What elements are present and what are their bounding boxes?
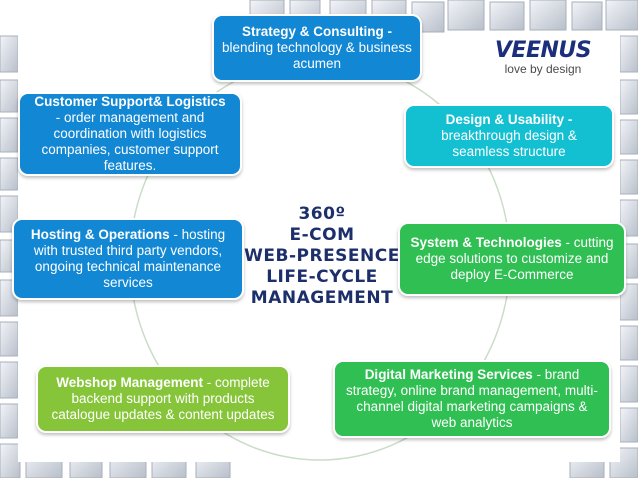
center-line-4: LIFE-CYCLE xyxy=(266,267,378,287)
logo-tagline: love by design xyxy=(504,62,582,76)
logo-brand: VEENUS xyxy=(494,38,592,63)
node-system: System & Technologies - cutting edge sol… xyxy=(398,222,626,296)
node-strategy-desc: blending technology & business acumen xyxy=(222,40,412,71)
node-webshop: Webshop Management - complete backend su… xyxy=(36,365,290,433)
node-marketing-desc: - brand strategy, online brand managemen… xyxy=(346,367,598,430)
node-hosting-desc: - hosting with trusted third party vendo… xyxy=(33,227,226,290)
node-system-title: System & Technologies xyxy=(410,235,562,250)
node-hosting: Hosting & Operations - hosting with trus… xyxy=(12,218,244,300)
node-design-desc: breakthrough design & seamless structure xyxy=(441,128,577,159)
center-line-2: E-COM xyxy=(289,225,355,245)
center-line-3: WEB-PRESENCE xyxy=(244,246,400,266)
node-design-title: Design & Usability - xyxy=(445,112,573,127)
node-strategy-title: Strategy & Consulting - xyxy=(241,24,392,39)
node-webshop-title: Webshop Management xyxy=(56,375,203,390)
node-webshop-desc: - complete backend support with products… xyxy=(51,375,275,422)
node-marketing-title: Digital Marketing Services xyxy=(364,367,533,382)
node-support: Customer Support& Logistics - order mana… xyxy=(18,92,242,176)
node-marketing: Digital Marketing Services - brand strat… xyxy=(333,360,611,438)
veenus-logo: VEENUS love by design xyxy=(492,38,594,77)
center-line-1: 360º xyxy=(298,204,346,224)
node-strategy: Strategy & Consulting - blending technol… xyxy=(212,14,422,82)
node-hosting-title: Hosting & Operations xyxy=(30,227,170,242)
node-design: Design & Usability - breakthrough design… xyxy=(404,104,614,168)
center-line-5: MANAGEMENT xyxy=(250,288,394,308)
node-support-title: Customer Support& Logistics xyxy=(34,94,226,109)
center-title: 360º E-COM WEB-PRESENCE LIFE-CYCLE MANAG… xyxy=(232,204,412,309)
node-system-desc: - cutting edge solutions to customize an… xyxy=(415,235,614,282)
node-support-desc: - order management and coordination with… xyxy=(41,110,219,173)
